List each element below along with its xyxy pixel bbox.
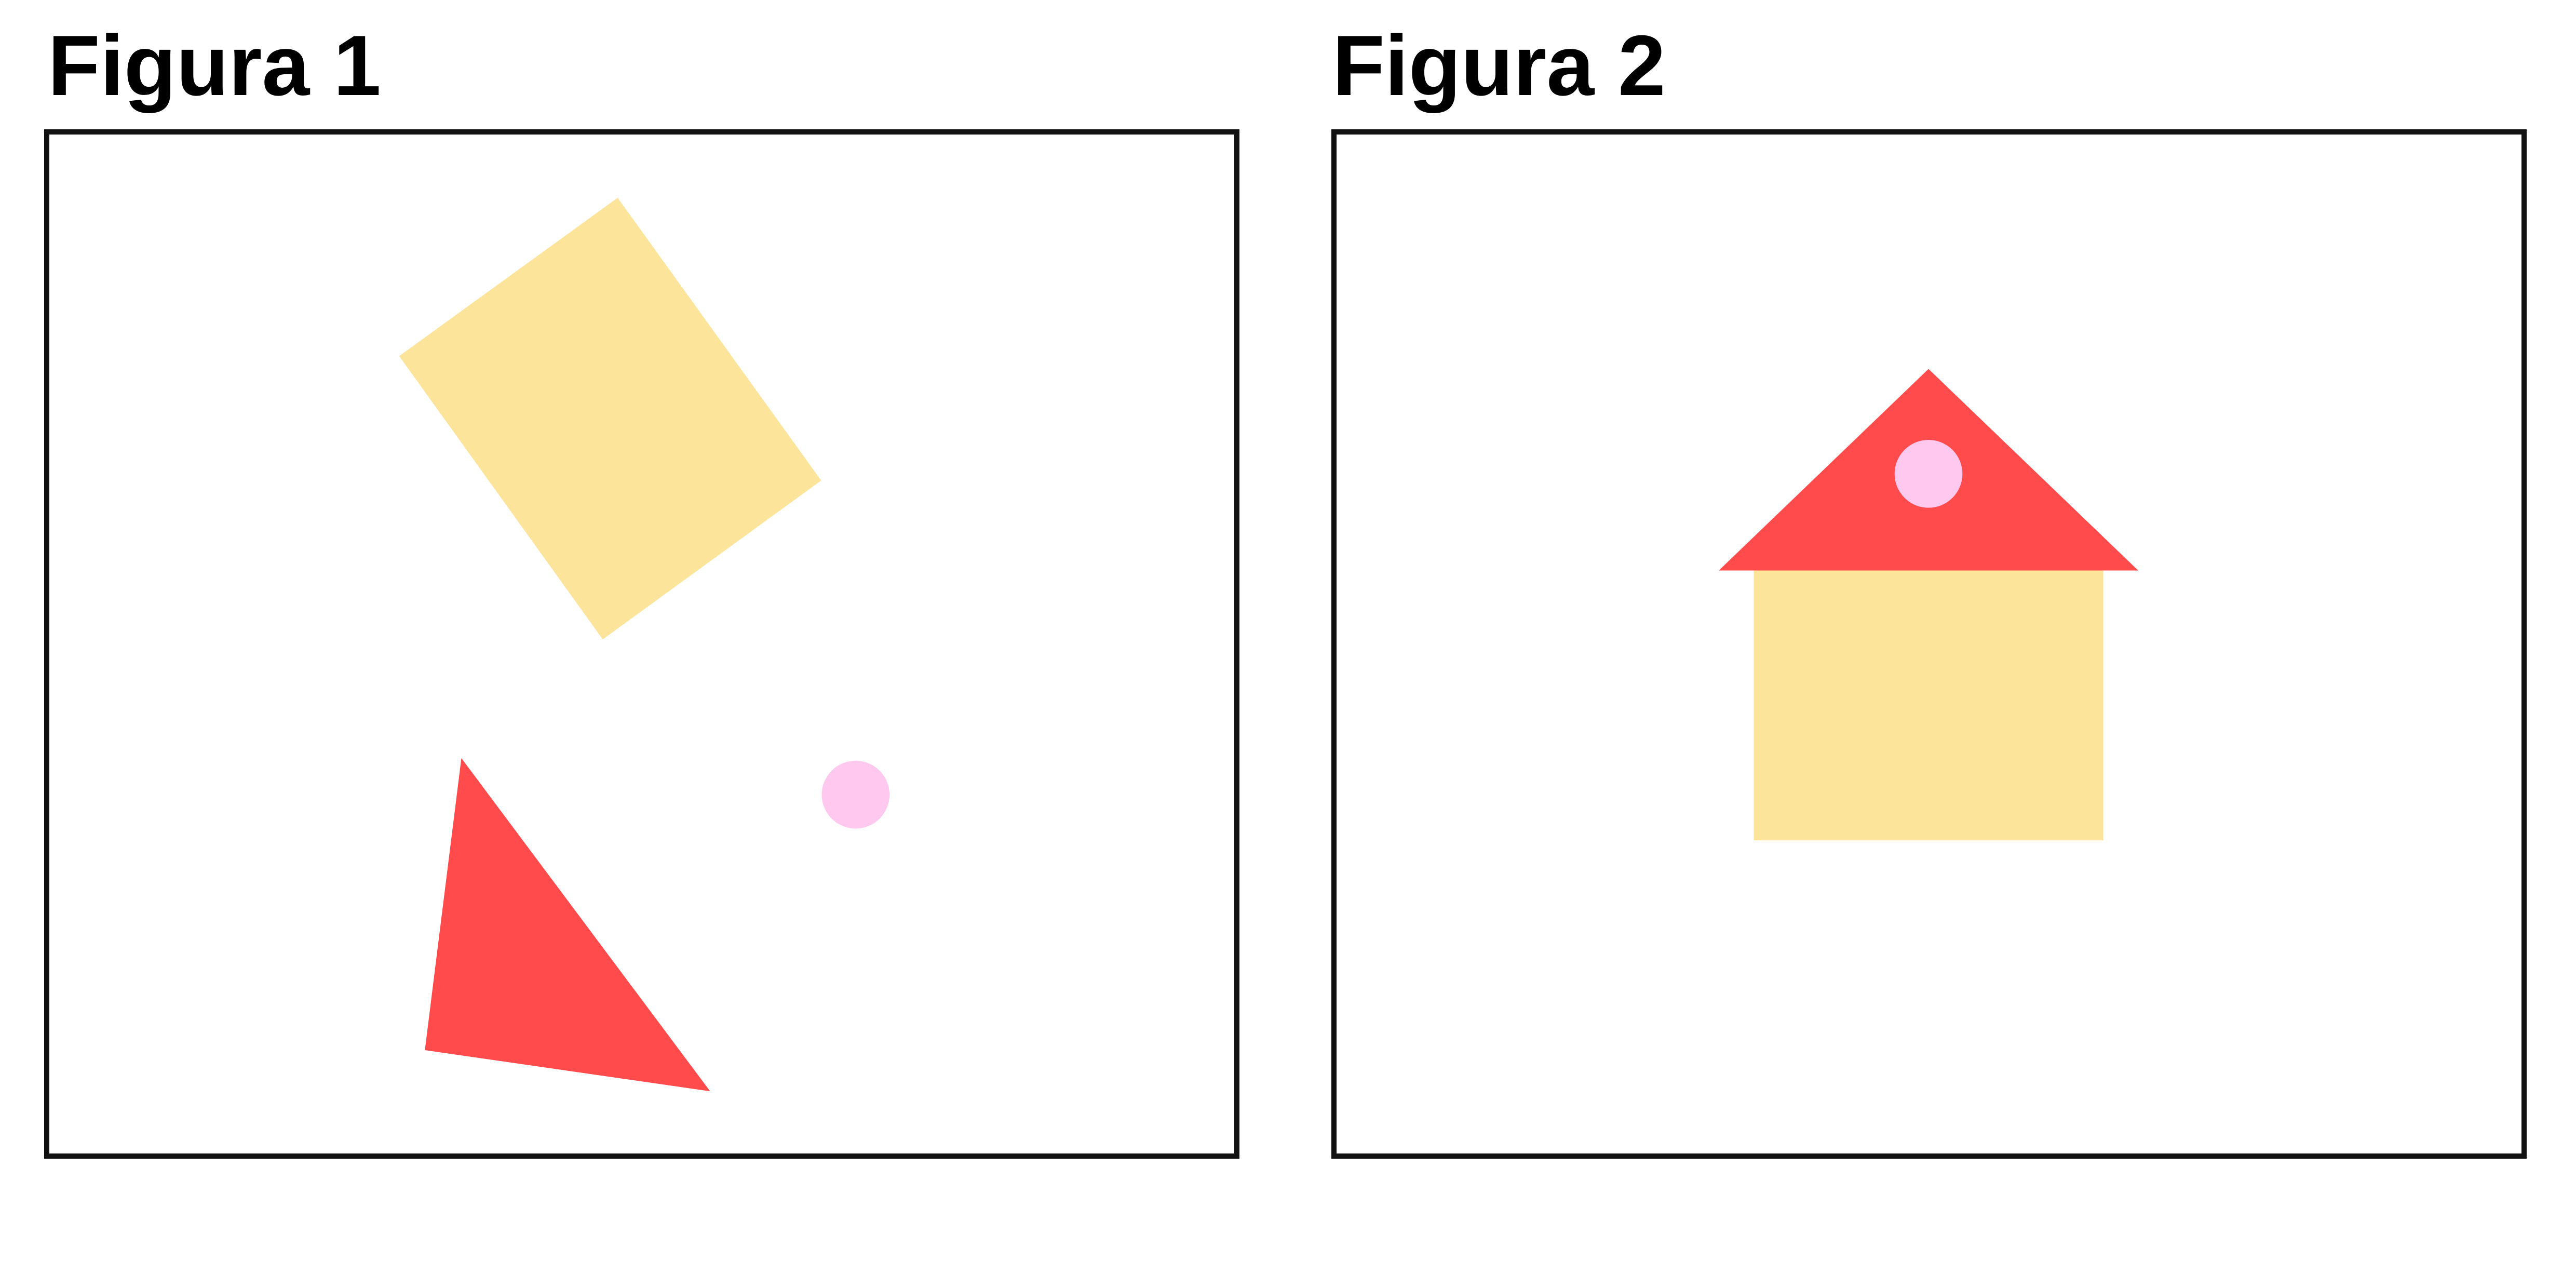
figure-2-panel (1331, 129, 2527, 1159)
figure-1-canvas (399, 197, 890, 1092)
scattered-triangle (425, 758, 710, 1092)
figure-2-canvas (1719, 369, 2138, 841)
scattered-circle (821, 760, 890, 829)
house-body-rectangle (1754, 570, 2103, 841)
house-window-circle (1894, 440, 1963, 508)
figure-1-panel (44, 129, 1239, 1159)
figure-2-title: Figura 2 (1332, 18, 1666, 113)
figure-1-title: Figura 1 (48, 18, 381, 113)
rotated-rectangle (399, 197, 821, 640)
